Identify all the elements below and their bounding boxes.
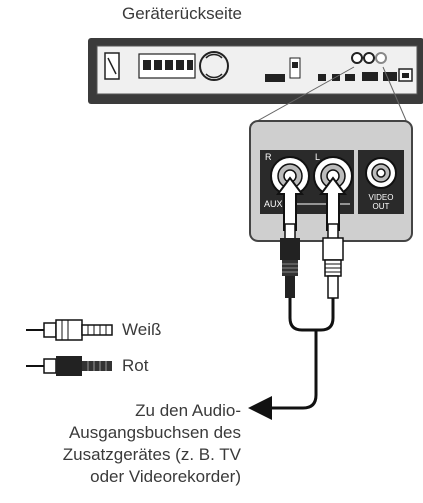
rear-side-title: Geräterückseite xyxy=(122,4,242,23)
audio-cable xyxy=(248,298,335,420)
destination-line-4: oder Videorekorder) xyxy=(90,467,241,486)
rca-plug-red xyxy=(280,223,300,298)
rca-plug-white xyxy=(322,223,344,299)
jack-label-r: R xyxy=(265,152,272,162)
fan-vent-icon xyxy=(199,51,229,81)
speaker-terminals xyxy=(138,53,196,79)
legend-white-plug-icon xyxy=(26,319,113,341)
insert-arrows xyxy=(276,176,347,231)
destination-line-2: Ausgangsbuchsen des xyxy=(68,423,241,442)
legend-white-label: Weiß xyxy=(122,320,162,339)
destination-line-1: Zu den Audio- xyxy=(135,401,241,420)
device-rear-panel xyxy=(88,38,423,104)
destination-arrow-icon xyxy=(248,396,272,420)
legend-red-plug-icon xyxy=(26,356,112,376)
destination-line-3: Zusatzgerätes (z. B. TV xyxy=(62,445,241,464)
video-out-label-1: VIDEO xyxy=(369,193,394,202)
legend-red-label: Rot xyxy=(122,356,149,375)
aux-label: AUX xyxy=(264,199,283,209)
video-out-label-2: OUT xyxy=(373,202,390,211)
jack-label-l: L xyxy=(315,152,320,162)
destination-text: Zu den Audio- Ausgangsbuchsen des Zusatz… xyxy=(63,400,241,488)
